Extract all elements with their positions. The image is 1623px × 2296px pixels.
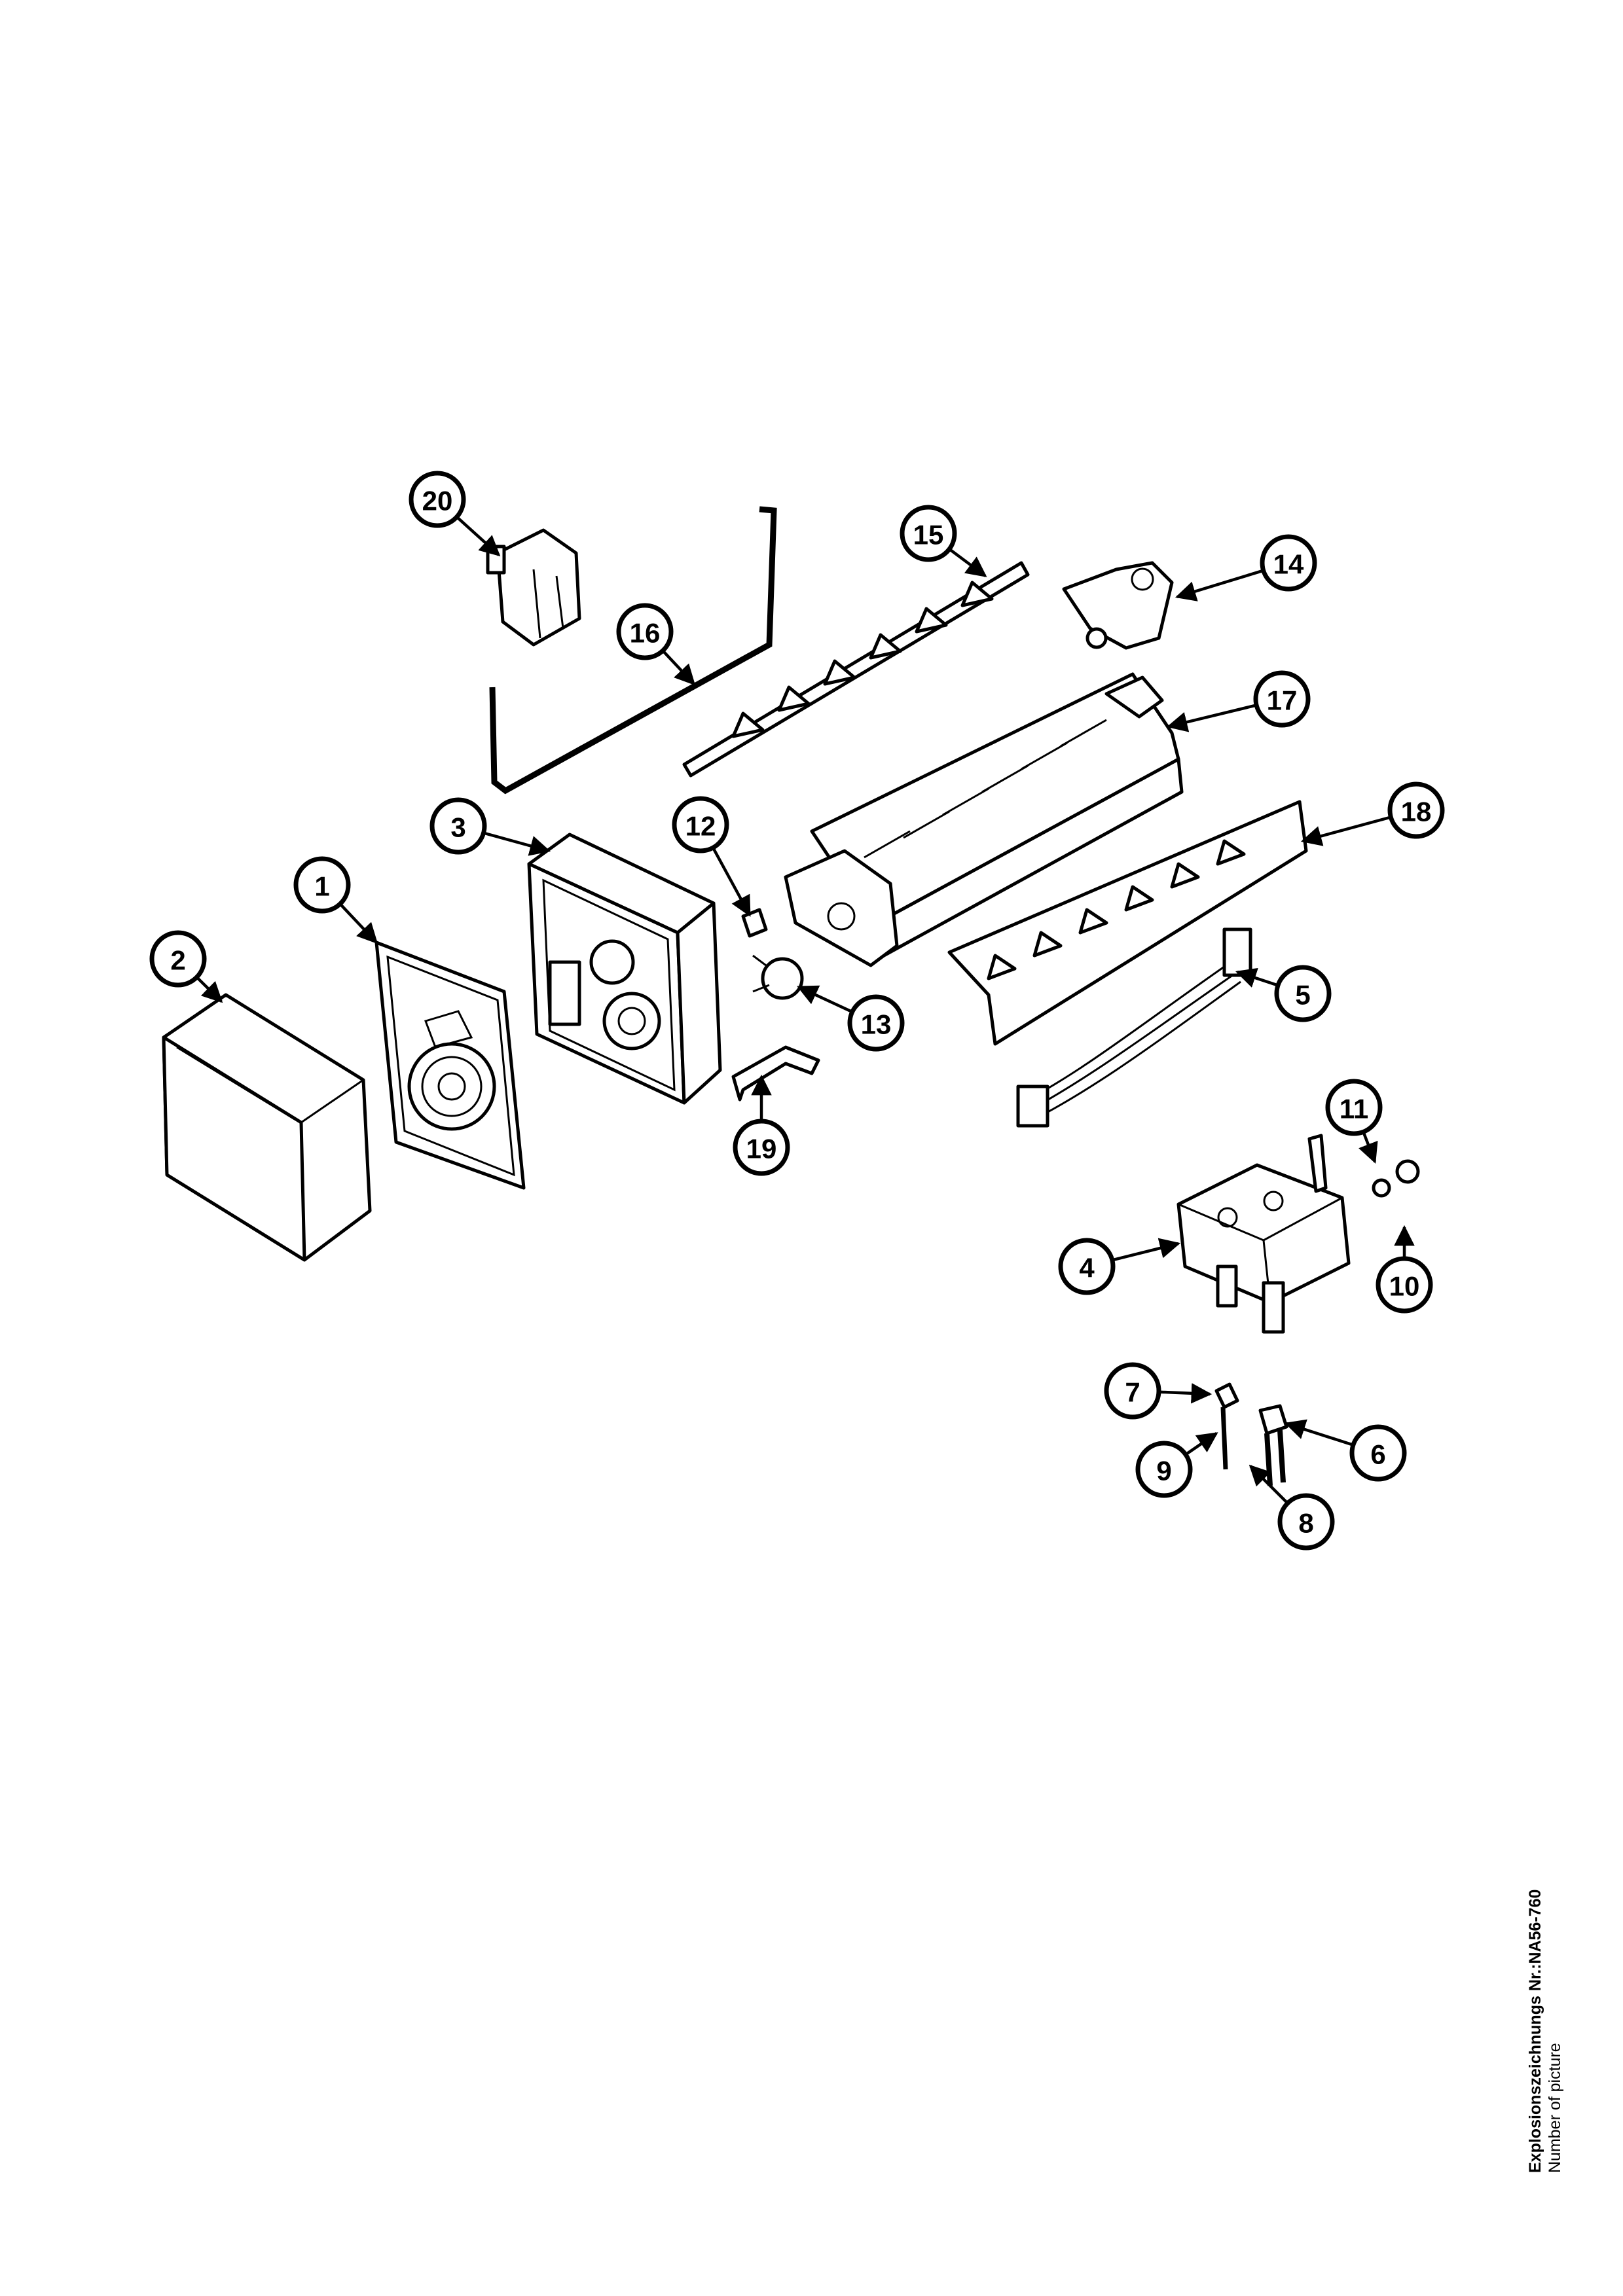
callout-number-18: 18 bbox=[1401, 797, 1432, 827]
drawing-subtitle: Number of picture bbox=[1546, 2043, 1564, 2173]
drawing-number: Explosionszeichnungs Nr.:NA56-760 bbox=[1526, 1889, 1544, 2173]
callout-circle-7 bbox=[1104, 1362, 1161, 1420]
callout-11: 11 bbox=[1325, 1079, 1383, 1164]
part-nuts bbox=[1372, 1159, 1420, 1198]
callout-number-6: 6 bbox=[1370, 1439, 1385, 1470]
callout-number-10: 10 bbox=[1389, 1271, 1420, 1302]
callout-circle-8 bbox=[1277, 1493, 1335, 1551]
part-thermostat bbox=[741, 908, 804, 1000]
drawing-caption: Explosionszeichnungs Nr.:NA56-760 Number… bbox=[1525, 1890, 1565, 2173]
part-stripper bbox=[947, 800, 1308, 1046]
part-ejector bbox=[682, 561, 1030, 778]
leader-line-3 bbox=[483, 831, 551, 856]
leader-line-4 bbox=[1112, 1238, 1181, 1262]
callout-number-20: 20 bbox=[422, 486, 453, 516]
leader-line-13 bbox=[797, 985, 853, 1014]
callout-7: 7 bbox=[1104, 1362, 1213, 1420]
callout-circle-10 bbox=[1376, 1256, 1433, 1314]
callout-circle-5 bbox=[1274, 965, 1332, 1022]
callout-circle-17 bbox=[1253, 670, 1311, 728]
callout-6: 6 bbox=[1285, 1419, 1407, 1482]
callout-19: 19 bbox=[733, 1074, 790, 1176]
callout-circle-6 bbox=[1349, 1424, 1407, 1482]
callout-15: 15 bbox=[900, 505, 987, 577]
callout-number-2: 2 bbox=[170, 945, 185, 976]
callout-number-4: 4 bbox=[1079, 1253, 1095, 1283]
callout-20: 20 bbox=[409, 471, 501, 557]
callout-number-3: 3 bbox=[450, 812, 465, 843]
callout-17: 17 bbox=[1166, 670, 1311, 732]
callout-16: 16 bbox=[616, 603, 696, 686]
leader-line-11 bbox=[1359, 1131, 1378, 1164]
callout-circle-3 bbox=[429, 797, 487, 855]
callout-circle-20 bbox=[409, 471, 466, 528]
leader-line-5 bbox=[1235, 967, 1279, 988]
leader-line-7 bbox=[1158, 1383, 1213, 1404]
callout-number-8: 8 bbox=[1298, 1508, 1313, 1539]
callout-circle-15 bbox=[900, 505, 957, 562]
callout-circle-16 bbox=[616, 603, 674, 660]
callout-10: 10 bbox=[1376, 1225, 1433, 1314]
leader-line-12 bbox=[712, 847, 751, 917]
leader-line-1 bbox=[338, 903, 378, 944]
callout-number-1: 1 bbox=[314, 871, 329, 902]
leader-line-14 bbox=[1175, 569, 1264, 601]
leader-line-15 bbox=[948, 548, 987, 577]
part-ice-mold bbox=[784, 672, 1184, 967]
callout-number-5: 5 bbox=[1295, 980, 1310, 1011]
callout-9: 9 bbox=[1135, 1432, 1218, 1498]
part-shield bbox=[731, 1045, 820, 1102]
callout-circle-2 bbox=[149, 930, 207, 988]
callout-14: 14 bbox=[1175, 534, 1317, 601]
callout-8: 8 bbox=[1249, 1464, 1335, 1551]
callout-number-14: 14 bbox=[1273, 549, 1304, 580]
callout-circle-19 bbox=[733, 1119, 790, 1176]
part-wire-harness bbox=[1016, 927, 1252, 1128]
leader-line-8 bbox=[1249, 1464, 1289, 1505]
leader-line-17 bbox=[1166, 704, 1257, 732]
callout-18: 18 bbox=[1300, 781, 1445, 846]
callout-circle-4 bbox=[1058, 1238, 1116, 1295]
part-cover-box bbox=[162, 993, 372, 1262]
callout-1: 1 bbox=[293, 856, 378, 944]
callout-circle-13 bbox=[847, 994, 905, 1052]
part-fittings-tubes bbox=[1214, 1382, 1288, 1486]
callout-number-7: 7 bbox=[1125, 1377, 1140, 1408]
leader-line-2 bbox=[195, 976, 223, 1003]
callout-number-9: 9 bbox=[1156, 1456, 1171, 1486]
callout-circle-1 bbox=[293, 856, 351, 914]
leader-line-20 bbox=[456, 516, 501, 557]
callout-4: 4 bbox=[1058, 1238, 1181, 1295]
leader-line-16 bbox=[661, 649, 696, 686]
callout-13: 13 bbox=[797, 985, 905, 1052]
callout-circle-14 bbox=[1260, 534, 1317, 592]
leader-line-9 bbox=[1184, 1432, 1218, 1456]
leader-line-6 bbox=[1285, 1419, 1354, 1446]
callout-number-17: 17 bbox=[1267, 685, 1298, 716]
callout-number-12: 12 bbox=[685, 811, 716, 842]
callout-circle-18 bbox=[1387, 781, 1445, 839]
part-motor-housing bbox=[527, 833, 722, 1105]
callout-12: 12 bbox=[672, 796, 751, 917]
callout-3: 3 bbox=[429, 797, 551, 856]
callout-number-15: 15 bbox=[913, 520, 944, 550]
callout-number-19: 19 bbox=[746, 1134, 777, 1164]
callout-2: 2 bbox=[149, 930, 223, 1003]
callout-circle-12 bbox=[672, 796, 729, 853]
callout-number-16: 16 bbox=[630, 618, 661, 649]
part-wire-shutoff-arm bbox=[489, 506, 777, 795]
callout-5: 5 bbox=[1235, 965, 1332, 1022]
callout-number-13: 13 bbox=[861, 1009, 892, 1040]
callout-circle-9 bbox=[1135, 1441, 1193, 1498]
part-mounting-plate bbox=[374, 941, 526, 1190]
callout-circle-11 bbox=[1325, 1079, 1383, 1136]
part-water-valve bbox=[1176, 1134, 1351, 1334]
part-switch bbox=[486, 528, 581, 647]
part-bearing bbox=[1062, 561, 1174, 650]
callout-number-11: 11 bbox=[1340, 1094, 1368, 1124]
leader-line-18 bbox=[1300, 816, 1391, 846]
